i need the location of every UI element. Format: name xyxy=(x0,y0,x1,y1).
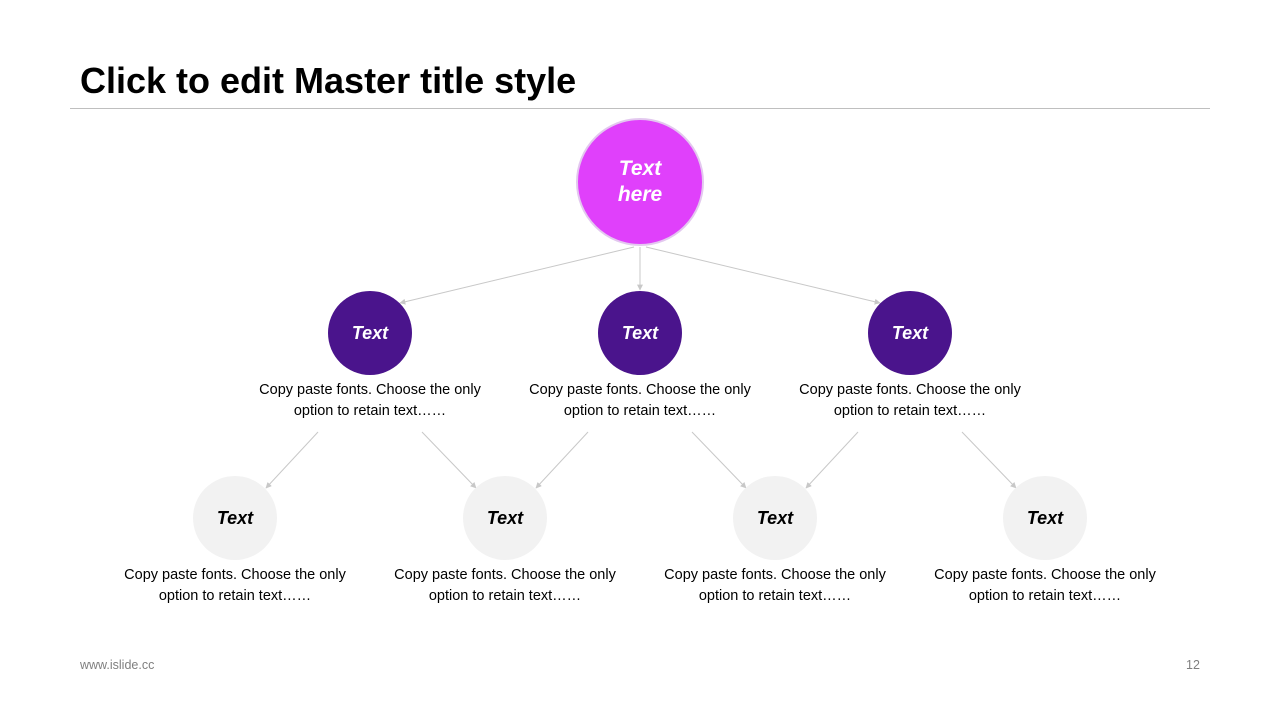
leaf-node-1: Text xyxy=(193,476,277,560)
connector-mid2-leaf3 xyxy=(691,431,747,489)
connector-mid1-leaf2 xyxy=(421,431,477,489)
leaf-node-caption: Copy paste fonts. Choose the only option… xyxy=(664,567,886,604)
slide-title: Click to edit Master title style xyxy=(80,60,577,101)
mid-node-caption: Copy paste fonts. Choose the only option… xyxy=(259,382,481,419)
leaf-node-3: Text xyxy=(733,476,817,560)
connector-mid3-leaf3 xyxy=(805,431,859,489)
mid-node-2: Text xyxy=(598,291,682,375)
mid-node-label: Text xyxy=(621,322,659,343)
connector-mid3-leaf4 xyxy=(961,431,1017,489)
title-divider xyxy=(70,108,1210,109)
mid-node-1: Text xyxy=(328,291,412,375)
page-number: 12 xyxy=(1186,658,1200,672)
connector-root-mid-3 xyxy=(645,246,881,305)
leaf-node-caption: Copy paste fonts. Choose the only option… xyxy=(394,567,616,604)
leaf-node-label: Text xyxy=(486,507,524,528)
leaf-node-label: Text xyxy=(1026,507,1064,528)
mid-node-label: Text xyxy=(351,322,389,343)
connector-mid1-leaf1 xyxy=(265,431,319,489)
leaf-node-caption: Copy paste fonts. Choose the only option… xyxy=(124,567,346,604)
mid-node-3: Text xyxy=(868,291,952,375)
mid-node-caption: Copy paste fonts. Choose the only option… xyxy=(799,382,1021,419)
leaf-node-2: Text xyxy=(463,476,547,560)
leaf-node-label: Text xyxy=(216,507,254,528)
connector-mid2-leaf2 xyxy=(535,431,589,489)
leaf-node-caption: Copy paste fonts. Choose the only option… xyxy=(934,567,1156,604)
mid-node-label: Text xyxy=(891,322,929,343)
connector-root-mid-1 xyxy=(399,246,635,305)
leaf-node-label: Text xyxy=(756,507,794,528)
leaf-node-4: Text xyxy=(1003,476,1087,560)
footer-url: www.islide.cc xyxy=(80,658,155,672)
mid-node-caption: Copy paste fonts. Choose the only option… xyxy=(529,382,751,419)
root-node: Text here xyxy=(576,118,704,246)
root-node-label: Text here xyxy=(617,157,663,206)
